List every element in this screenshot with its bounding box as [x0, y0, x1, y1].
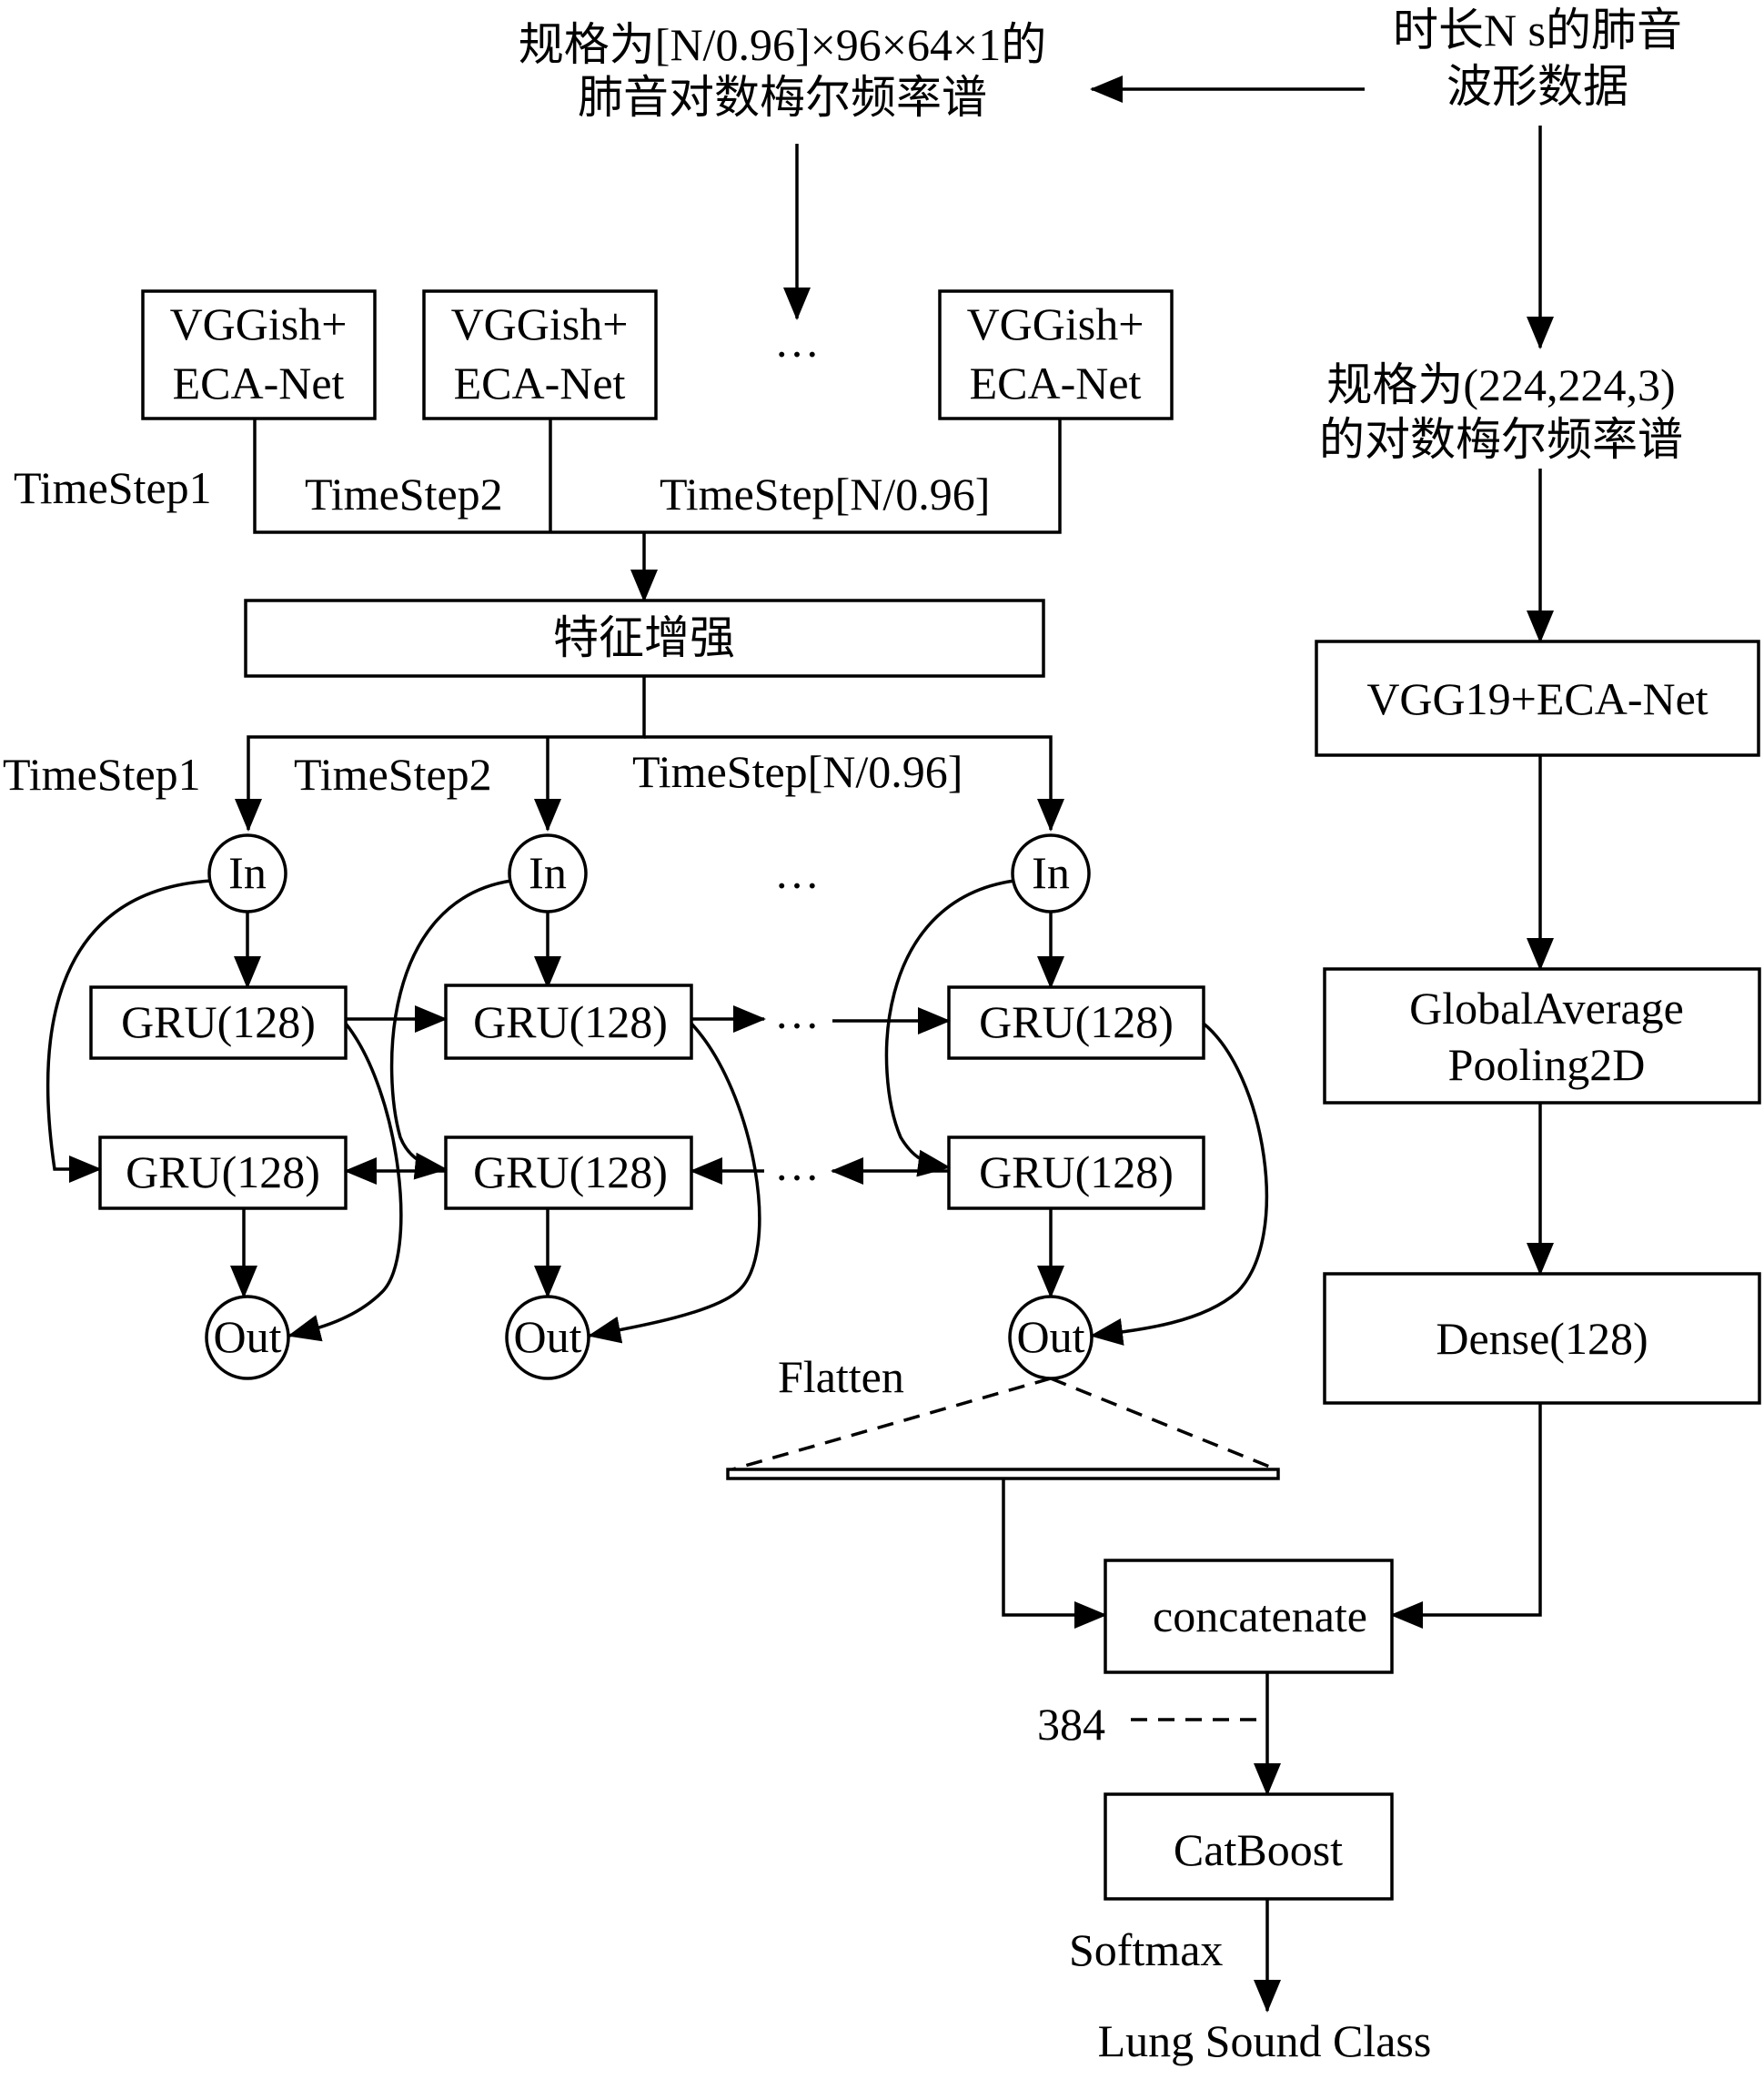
- flatten-label: Flatten: [778, 1351, 904, 1402]
- vggish-box-2-line1: VGGish+: [451, 298, 629, 349]
- gru-bwd-2: [444, 1135, 693, 1210]
- logmel-label-line2: 的对数梅尔频率谱: [1319, 414, 1683, 465]
- catboost-label: CatBoost: [1174, 1824, 1343, 1875]
- logmel-label-line1: 规格为(224,224,3): [1326, 359, 1675, 410]
- gru-fwd-n-label: GRU(128): [979, 996, 1174, 1047]
- gru-bwd-2-label: GRU(128): [473, 1146, 668, 1197]
- mel-spec-label-line1: 规格为[N/0.96]×96×64×1的: [519, 19, 1046, 70]
- vggish-merge-line: [253, 419, 1062, 534]
- bigru-timestep-n: TimeStep[N/0.96]: [632, 746, 963, 797]
- out-node-1-label: Out: [214, 1311, 282, 1362]
- feature-enhance-box: [244, 599, 1045, 678]
- feature-to-inn-arrow: [644, 735, 1064, 832]
- waveform-label-line1: 时长N s的肺音: [1393, 5, 1682, 56]
- flatten-to-concat-arrow: [1002, 1479, 1107, 1629]
- waveform-label-line2: 波形数据: [1446, 61, 1628, 112]
- feature-enhance-label: 特征增强: [553, 612, 735, 663]
- gru-bwd-n: [947, 1135, 1205, 1210]
- vggish-box-2: [422, 289, 658, 420]
- concatenate-box: [1104, 1559, 1394, 1674]
- output-class-label: Lung Sound Class: [1098, 2015, 1432, 2066]
- gru-fwd-1-label: GRU(128): [121, 996, 316, 1047]
- gru-fwd1-to-out1-curve: [287, 1022, 403, 1342]
- inn-to-gru-bwd-curve: [884, 879, 1015, 1177]
- in2-to-gru-bwd-curve: [389, 879, 512, 1180]
- dense-to-concat-arrow: [1390, 1403, 1542, 1629]
- gru-bwd-1-label: GRU(128): [126, 1146, 320, 1197]
- dense-label: Dense(128): [1436, 1313, 1648, 1364]
- vggish-box-2-line2: ECA-Net: [454, 358, 626, 409]
- in-node-n-label: In: [1032, 847, 1070, 898]
- in-nodes-ellipsis: …: [774, 847, 820, 898]
- vggish-box-1: [141, 289, 377, 420]
- flatten-dashed-right: [1050, 1377, 1277, 1471]
- bigru-timestep-2: TimeStep2: [294, 749, 492, 800]
- vggish-box-n: [938, 289, 1174, 420]
- vggish-ellipsis: …: [774, 316, 820, 367]
- gru-fwd2-to-out2-curve: [588, 1022, 761, 1344]
- vggish-box-n-line1: VGGish+: [967, 298, 1144, 349]
- vgg19-box: [1315, 640, 1760, 757]
- gap-label-line2: Pooling2D: [1448, 1039, 1646, 1090]
- out-node-n-label: Out: [1017, 1311, 1085, 1362]
- gap-box: [1323, 967, 1761, 1105]
- concatenate-label: concatenate: [1153, 1590, 1367, 1641]
- in1-to-gru-bwd-curve: [45, 879, 212, 1183]
- gru-fwdn-to-outn-curve: [1090, 1022, 1269, 1346]
- out-node-2-label: Out: [514, 1311, 582, 1362]
- vggish-timestep-1: TimeStep1: [14, 462, 212, 513]
- feature-to-in1-arrow: [235, 676, 646, 832]
- in-node-1-label: In: [228, 847, 267, 898]
- vggish-box-n-line2: ECA-Net: [970, 358, 1142, 409]
- vgg19-label: VGG19+ECA-Net: [1366, 673, 1708, 724]
- gru-fwd-ellipsis: …: [774, 987, 820, 1038]
- vggish-timestep-2: TimeStep2: [305, 469, 503, 520]
- softmax-label: Softmax: [1069, 1924, 1223, 1975]
- in-node-2-label: In: [529, 847, 567, 898]
- vggish-box-1-line1: VGGish+: [170, 298, 348, 349]
- flatten-dashed-left: [731, 1377, 1052, 1471]
- gru-fwd-1: [89, 985, 348, 1060]
- catboost-box: [1104, 1792, 1394, 1901]
- vggish-timestep-n: TimeStep[N/0.96]: [660, 469, 990, 520]
- gru-bwd-n-label: GRU(128): [979, 1146, 1174, 1197]
- dimension-label: 384: [1037, 1699, 1105, 1750]
- bigru-timestep-1: TimeStep1: [3, 749, 201, 800]
- gap-label-line1: GlobalAverage: [1409, 983, 1684, 1034]
- gru-fwd-2-label: GRU(128): [473, 996, 668, 1047]
- flatten-bar: [726, 1468, 1280, 1480]
- gru-fwd-n: [947, 985, 1205, 1060]
- gru-bwd-ellipsis: …: [774, 1139, 820, 1190]
- dense-box: [1323, 1272, 1761, 1405]
- mel-spec-label-line2: 肺音对数梅尔频率谱: [578, 72, 987, 123]
- vggish-box-1-line2: ECA-Net: [173, 358, 345, 409]
